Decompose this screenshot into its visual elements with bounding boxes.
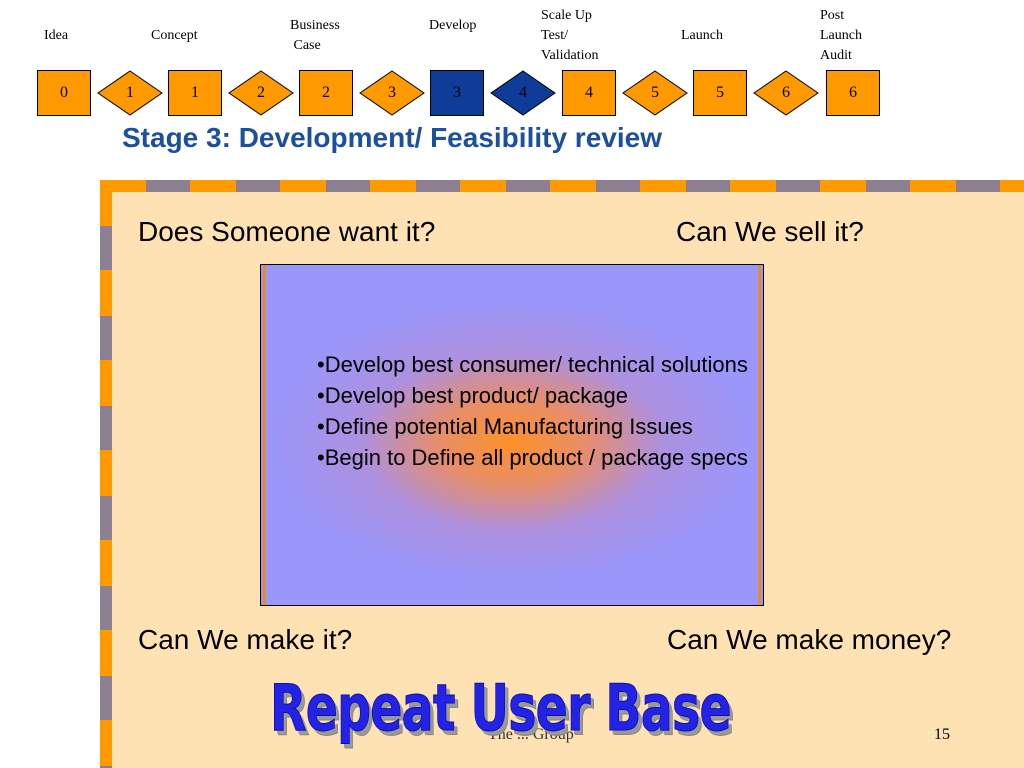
gate-diamond-5: 5 bbox=[622, 70, 688, 116]
gate-diamond-label: 3 bbox=[388, 84, 396, 101]
footer-text: The ... Group bbox=[488, 726, 574, 743]
task-bullet: •Begin to Define all product / package s… bbox=[317, 445, 748, 470]
gate-diamond-3: 3 bbox=[359, 70, 425, 116]
stage-label-idea: Idea bbox=[44, 28, 69, 43]
gate-diamond-2: 2 bbox=[228, 70, 294, 116]
stage-box-1: 1 bbox=[168, 70, 222, 116]
question-top-right: Can We sell it? bbox=[676, 216, 864, 247]
task-bullet: •Define potential Manufacturing Issues bbox=[317, 414, 693, 439]
dashed-frame-top bbox=[100, 180, 1024, 192]
slide-title: Stage 3: Development/ Feasibility review bbox=[122, 122, 662, 153]
gate-diamond-label: 1 bbox=[126, 84, 134, 101]
gate-diamond-label: 2 bbox=[257, 84, 265, 101]
task-bullet: •Develop best consumer/ technical soluti… bbox=[317, 352, 748, 377]
gate-diamond-4: 4 bbox=[490, 70, 556, 116]
development-tasks-box: •Develop best consumer/ technical soluti… bbox=[260, 264, 764, 606]
stage-box-0: 0 bbox=[37, 70, 91, 116]
stage-label-develop: Develop bbox=[429, 18, 477, 33]
gate-diamond-label: 4 bbox=[519, 84, 527, 101]
question-top-left: Does Someone want it? bbox=[138, 216, 436, 247]
stage-label-post-launch-audit: Post Launch Audit bbox=[820, 8, 862, 63]
box-edge-right bbox=[758, 265, 761, 605]
stage-box-2: 2 bbox=[299, 70, 353, 116]
stage-box-4: 4 bbox=[562, 70, 616, 116]
box-edge-left bbox=[263, 265, 266, 605]
stage-box-5: 5 bbox=[693, 70, 747, 116]
stage-label-scale-up: Scale Up Test/ Validation bbox=[541, 8, 599, 63]
stage-label-concept: Concept bbox=[151, 28, 198, 43]
stage-label-launch: Launch bbox=[681, 28, 723, 43]
task-bullet: •Develop best product/ package bbox=[317, 383, 629, 408]
dashed-frame-left bbox=[100, 180, 112, 768]
question-bottom-right: Can We make money? bbox=[667, 624, 952, 655]
question-bottom-left: Can We make it? bbox=[138, 624, 353, 655]
gate-diamond-1: 1 bbox=[97, 70, 163, 116]
task-bullet-list: •Develop best consumer/ technical soluti… bbox=[317, 349, 763, 473]
page-number: 15 bbox=[934, 726, 950, 743]
stage-box-6: 6 bbox=[826, 70, 880, 116]
stage-label-business-case: Business Case bbox=[290, 18, 340, 53]
gate-diamond-label: 6 bbox=[782, 84, 790, 101]
gate-diamond-label: 5 bbox=[651, 84, 659, 101]
gate-diamond-6: 6 bbox=[753, 70, 819, 116]
stage-box-3: 3 bbox=[430, 70, 484, 116]
repeat-user-base-watermark: Repeat User Base bbox=[270, 672, 732, 747]
